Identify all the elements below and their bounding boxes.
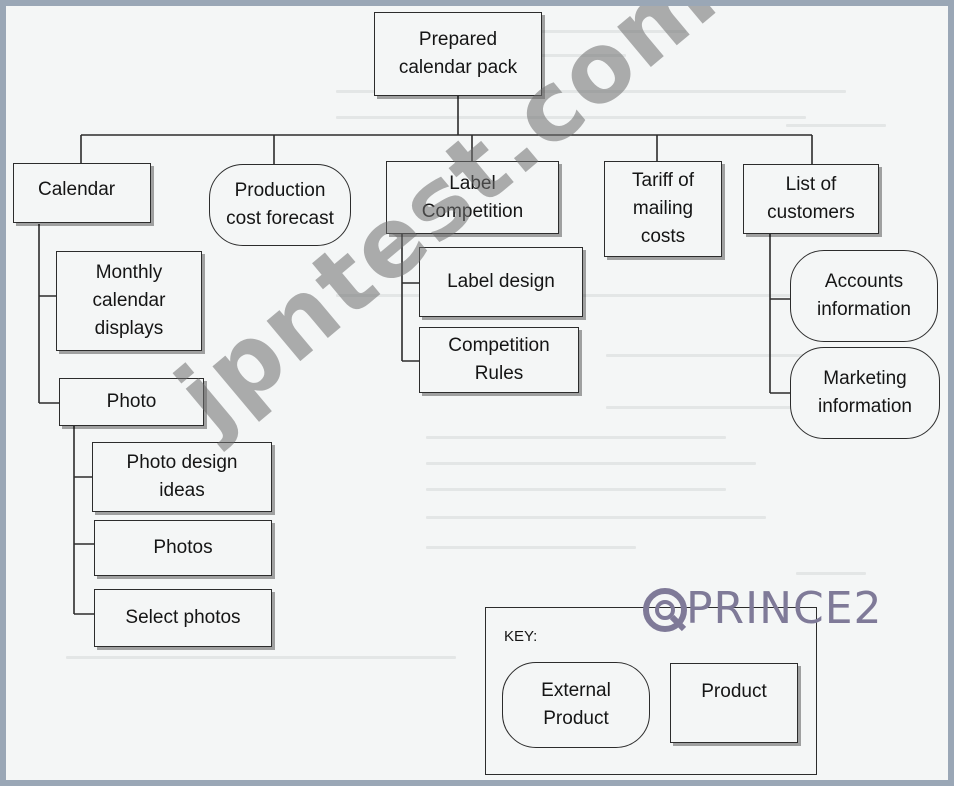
background-ghost-line [66, 656, 456, 659]
legend-external-product: External Product [502, 662, 650, 748]
node-photo-design-ideas: Photo design ideas [92, 442, 272, 512]
background-ghost-line [426, 546, 636, 549]
background-ghost-line [606, 406, 856, 409]
background-ghost-line [336, 90, 846, 93]
node-prepared-calendar-pack: Prepared calendar pack [374, 12, 542, 96]
node-calendar: Calendar [13, 163, 151, 223]
node-select-photos: Select photos [94, 589, 272, 647]
background-ghost-line [426, 462, 756, 465]
node-photo: Photo [59, 378, 204, 426]
connector-lines [38, 96, 813, 615]
background-ghost-line [426, 436, 726, 439]
node-marketing-information: Marketing information [790, 347, 940, 439]
legend-key: KEY: External Product Product [485, 607, 817, 775]
node-label-competition: Label Competition [386, 161, 559, 234]
node-accounts-information: Accounts information [790, 250, 938, 342]
background-ghost-line [796, 572, 866, 575]
background-ghost-line [426, 516, 766, 519]
node-label-design: Label design [419, 247, 583, 317]
background-ghost-line [336, 116, 806, 119]
node-list-of-customers: List of customers [743, 164, 879, 234]
node-photos: Photos [94, 520, 272, 576]
background-ghost-line [426, 488, 726, 491]
legend-product: Product [670, 663, 798, 743]
diagram-canvas: Prepared calendar pack Calendar Producti… [6, 6, 948, 780]
legend-title: KEY: [504, 628, 538, 645]
node-tariff-of-mailing-costs: Tariff of mailing costs [604, 161, 722, 257]
node-monthly-calendar-displays: Monthly calendar displays [56, 251, 202, 351]
background-ghost-line [606, 354, 896, 357]
node-competition-rules: Competition Rules [419, 327, 579, 393]
node-production-cost-forecast: Production cost forecast [209, 164, 351, 246]
background-ghost-line [786, 124, 886, 127]
